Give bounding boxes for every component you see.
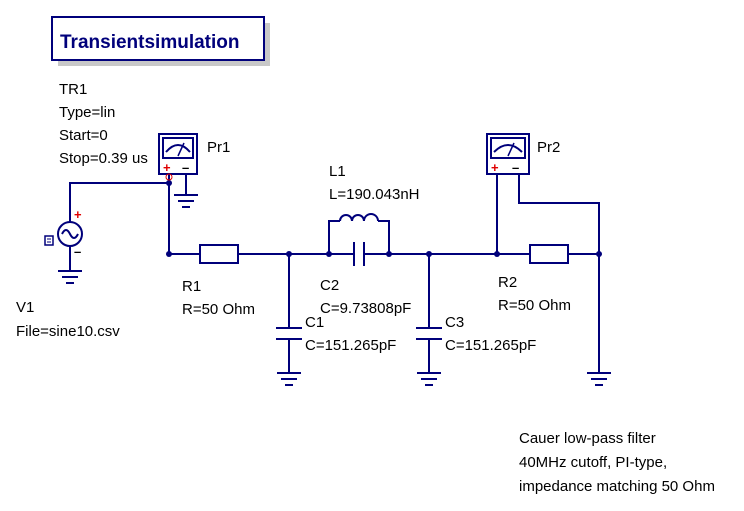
source-name: V1 xyxy=(16,299,34,316)
junction-dot xyxy=(494,251,500,257)
ac-source-circle xyxy=(57,221,83,247)
meter-scale-arc xyxy=(493,144,523,153)
note-line-3: impedance matching 50 Ohm xyxy=(519,478,715,495)
sim-stop: Stop=0.39 us xyxy=(59,150,148,167)
meter-face-icon xyxy=(162,137,194,159)
meter-scale-arc xyxy=(165,144,191,153)
capacitor-c2[interactable]: C2 C=9.73808pF xyxy=(320,242,411,317)
l1-name: L1 xyxy=(329,163,346,180)
c2-name: C2 xyxy=(320,277,339,294)
probe-pr1[interactable]: + – Pr1 xyxy=(158,133,230,181)
inductor-l1[interactable]: L1 L=190.043nH xyxy=(329,163,420,222)
c1-name: C1 xyxy=(305,314,324,331)
meter-needle-icon xyxy=(177,142,185,157)
probe-plus-sign: + xyxy=(491,160,499,175)
junction-dot xyxy=(166,251,172,257)
probe-body xyxy=(486,133,530,175)
junction-dot xyxy=(596,251,602,257)
source-file: File=sine10.csv xyxy=(16,323,120,340)
wire-v1-to-pr1 xyxy=(69,182,169,222)
junction-dot xyxy=(386,251,392,257)
probe-connect-marker xyxy=(165,173,173,181)
probe-body xyxy=(158,133,198,175)
wire-pr2-minus xyxy=(518,174,600,254)
ground-v1 xyxy=(58,270,82,284)
r2-value: R=50 Ohm xyxy=(498,297,571,314)
r2-name: R2 xyxy=(498,274,517,291)
title-box[interactable]: Transientsimulation xyxy=(51,16,270,66)
source-plus-sign: + xyxy=(74,207,82,222)
ground-c1 xyxy=(277,372,301,386)
r1-value: R=50 Ohm xyxy=(182,301,255,318)
source-v1[interactable]: + – V1 File=sine10.csv xyxy=(16,207,120,340)
title-text: Transientsimulation xyxy=(60,32,239,53)
simulation-block[interactable]: TR1 Type=lin Start=0 Stop=0.39 us xyxy=(59,81,148,167)
probe-pr1-label: Pr1 xyxy=(207,139,230,156)
c3-name: C3 xyxy=(445,314,464,331)
probe-minus-sign: – xyxy=(512,160,519,175)
wire-l1-right xyxy=(378,220,390,254)
meter-face-icon xyxy=(490,137,526,159)
junction-dot xyxy=(326,251,332,257)
sim-start: Start=0 xyxy=(59,127,108,144)
file-source-icon xyxy=(44,235,54,246)
c2-value: C=9.73808pF xyxy=(320,300,411,317)
note-line-2: 40MHz cutoff, PI-type, xyxy=(519,454,667,471)
resistor-r1[interactable]: R1 R=50 Ohm xyxy=(182,244,255,318)
r1-name: R1 xyxy=(182,278,201,295)
junction-dot xyxy=(286,251,292,257)
sine-wave-icon xyxy=(61,229,79,239)
ground-c3 xyxy=(417,372,441,386)
l1-value: L=190.043nH xyxy=(329,186,420,203)
ground-r2 xyxy=(587,372,611,386)
c1-value: C=151.265pF xyxy=(305,337,396,354)
wire-r2-to-ground xyxy=(568,253,600,372)
probe-minus-sign: – xyxy=(182,160,189,175)
description-note[interactable]: Cauer low-pass filter 40MHz cutoff, PI-t… xyxy=(519,430,715,495)
probe-plus-sign: + xyxy=(163,160,171,175)
junction-dot xyxy=(166,180,172,186)
inductor-coil xyxy=(339,213,379,222)
probe-pr2-label: Pr2 xyxy=(537,139,560,156)
wire-pr1-to-r1 xyxy=(168,174,200,255)
wire-l1-left xyxy=(328,220,340,254)
title-box-frame xyxy=(51,16,265,61)
capacitor-c3[interactable]: C3 C=151.265pF xyxy=(416,314,536,354)
sim-type: Type=lin xyxy=(59,104,115,121)
meter-needle-icon xyxy=(507,142,515,157)
resistor-body xyxy=(199,244,239,264)
capacitor-c1[interactable]: C1 C=151.265pF xyxy=(276,314,396,354)
resistor-body xyxy=(529,244,569,264)
resistor-r2[interactable]: R2 R=50 Ohm xyxy=(498,244,571,314)
ground-pr1 xyxy=(174,194,198,208)
probe-pr2[interactable]: + – Pr2 xyxy=(486,133,560,175)
wires xyxy=(69,174,600,372)
sim-name: TR1 xyxy=(59,81,87,98)
junction-dot xyxy=(426,251,432,257)
c3-value: C=151.265pF xyxy=(445,337,536,354)
junctions xyxy=(166,180,602,257)
note-line-1: Cauer low-pass filter xyxy=(519,430,656,447)
source-minus-sign: – xyxy=(74,244,81,259)
